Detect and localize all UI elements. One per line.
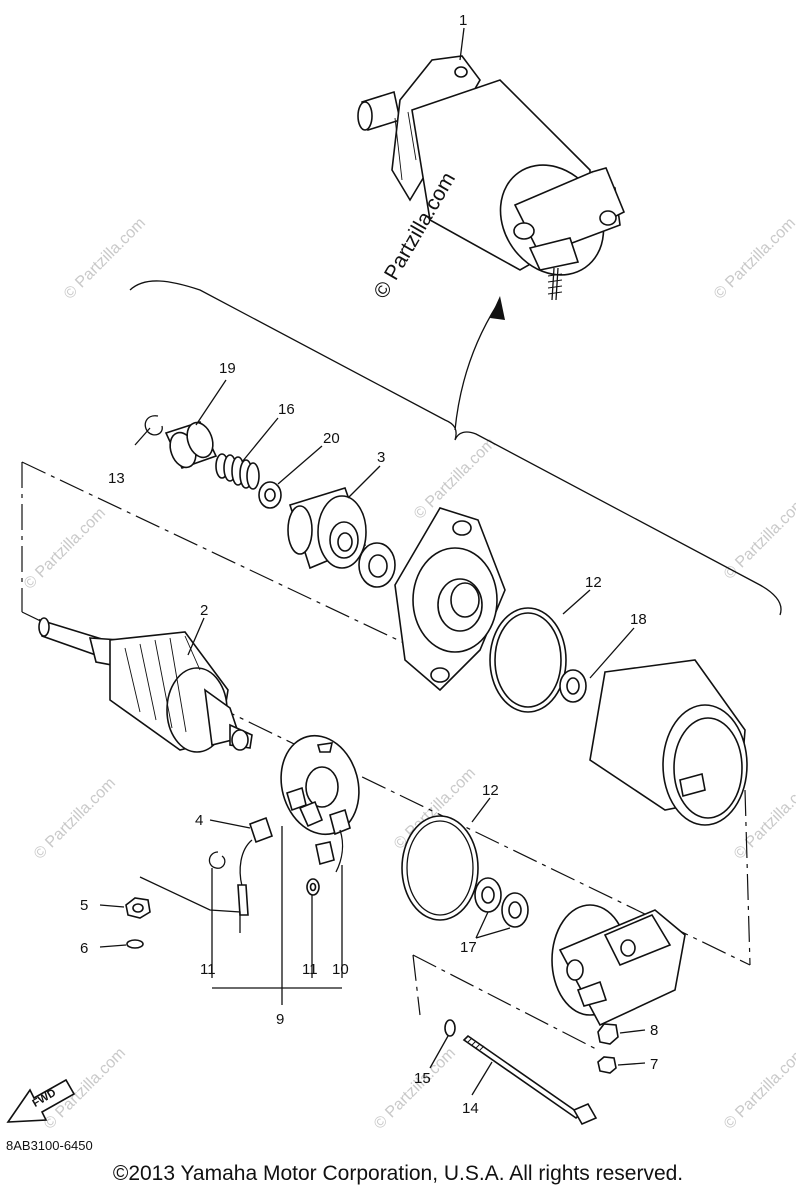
callout: 11 [302,961,318,978]
washers-part-17 [474,877,529,928]
clip-part-11-left [208,851,226,869]
front-cover [394,507,506,692]
circlip-part-13 [144,415,163,436]
nut-part-8 [597,1023,619,1045]
callout: 6 [80,940,88,957]
callout: 14 [462,1100,479,1117]
clip-part-11-right [306,878,320,896]
watermark: © Partzilla.com [21,505,109,593]
armature-part-2 [38,617,253,753]
rear-cover [551,904,686,1027]
callout: 12 [482,782,499,799]
callout: 1 [459,12,467,29]
o-ring-part-12-lower-inner [406,820,474,916]
callout: 11 [200,961,216,978]
washer-part-18 [559,669,587,703]
collar-part-19 [164,421,218,469]
callout: 19 [219,360,236,377]
yoke-housing [589,659,748,826]
diagram-code: 8AB3100-6450 [6,1138,93,1153]
callout: 10 [332,961,349,978]
starter-motor-assembly-part-1 [357,55,626,301]
callout: 4 [195,812,203,829]
o-ring-part-12-upper-inner [494,612,562,708]
callout: 17 [460,939,477,956]
assembly-brace [129,280,782,616]
watermark: © Partzilla.com [61,215,149,303]
callout-numbers: 1 2 3 4 5 6 7 8 9 10 11 11 12 12 13 14 1… [80,12,658,1117]
watermark: © Partzilla.com [371,1045,459,1133]
copyright-notice: ©2013 Yamaha Motor Corporation, U.S.A. A… [112,1162,684,1185]
callout: 18 [630,611,647,628]
brush-part-4 [237,816,274,916]
washer-part-20 [258,481,282,509]
nut-part-5 [125,897,151,919]
callout: 3 [377,449,385,466]
o-ring-part-12-lower [401,815,479,921]
watermark: © Partzilla.com [31,775,119,863]
assembly-arrow [454,304,498,431]
starter-clutch-part-3 [287,487,367,570]
spring-part-16 [215,453,260,490]
callout: 12 [585,574,602,591]
callout: 5 [80,897,88,914]
starter-motor-exploded-diagram: © Partzilla.com © Partzilla.com © Partzi… [6,12,796,1153]
callout: 7 [650,1056,658,1073]
washer-part-15 [444,1019,456,1037]
watermark: © Partzilla.com [721,1045,796,1133]
brush-holder-plate-part-9 [280,734,360,836]
callout: 15 [414,1070,431,1087]
callout: 16 [278,401,295,418]
callout: 13 [108,470,125,487]
watermark: © Partzilla.com [411,435,499,523]
callout: 9 [276,1011,284,1028]
washer [358,542,396,588]
leader-lines [99,27,646,1096]
through-bolt-part-14 [462,1034,598,1126]
watermark: © Partzilla.com [711,215,796,303]
washer-part-6 [126,939,144,949]
brush-part-10 [315,829,344,873]
arrow-head-icon [490,296,505,320]
callout: 20 [323,430,340,447]
nut-part-7 [597,1056,617,1074]
callout: 2 [200,602,208,619]
callout: 8 [650,1022,658,1039]
